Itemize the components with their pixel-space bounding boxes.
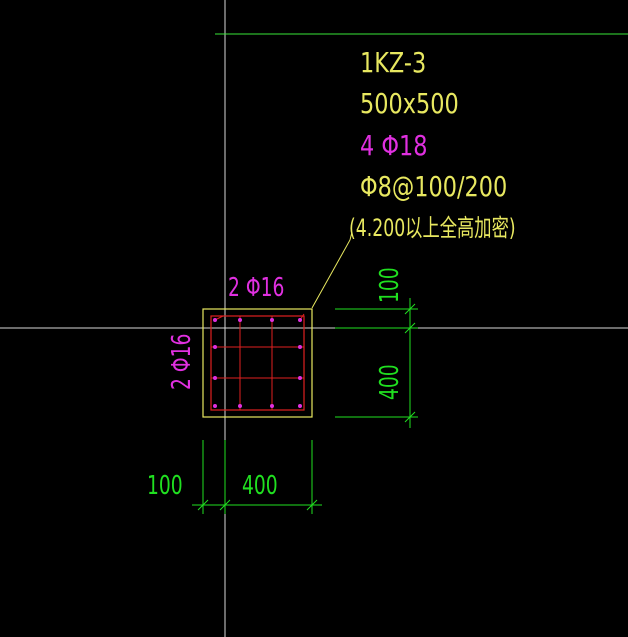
left-side-rebar-label: 2 Φ16 xyxy=(167,334,197,390)
rebar-bars xyxy=(213,318,302,408)
dim-right-upper-label: 100 xyxy=(375,267,405,303)
main-rebar-label: 4 Φ18 xyxy=(360,128,427,161)
dim-right-lower-label: 400 xyxy=(375,364,405,400)
column-id-label: 1KZ-3 xyxy=(360,45,426,78)
column-label-block: 1KZ-3 500x500 4 Φ18 Φ8@100/200 (4.200以上全… xyxy=(349,45,516,241)
bottom-dimension xyxy=(192,440,322,514)
column-size-label: 500x500 xyxy=(360,86,459,119)
stirrup-label: Φ8@100/200 xyxy=(360,169,507,202)
stirrup-ties xyxy=(211,313,305,410)
label-leader-line xyxy=(311,231,353,309)
dim-bottom-right-label: 400 xyxy=(242,471,278,501)
corner-bar xyxy=(298,318,302,322)
corner-bar xyxy=(298,404,302,408)
side-bar xyxy=(238,404,242,408)
top-side-rebar-label: 2 Φ16 xyxy=(228,273,284,303)
corner-bar xyxy=(213,318,217,322)
side-bar xyxy=(213,376,217,380)
side-bar xyxy=(270,404,274,408)
stirrup-outer xyxy=(210,315,305,411)
right-dimension xyxy=(335,298,418,428)
corner-bar xyxy=(213,404,217,408)
dim-bottom-left-label: 100 xyxy=(147,471,183,501)
side-bar xyxy=(298,345,302,349)
side-bar xyxy=(270,318,274,322)
column-section[interactable] xyxy=(202,308,313,418)
side-bar xyxy=(238,318,242,322)
stirrup-note-label: (4.200以上全高加密) xyxy=(349,214,516,242)
column-outline xyxy=(202,308,313,418)
side-bar xyxy=(298,376,302,380)
side-bar xyxy=(213,345,217,349)
